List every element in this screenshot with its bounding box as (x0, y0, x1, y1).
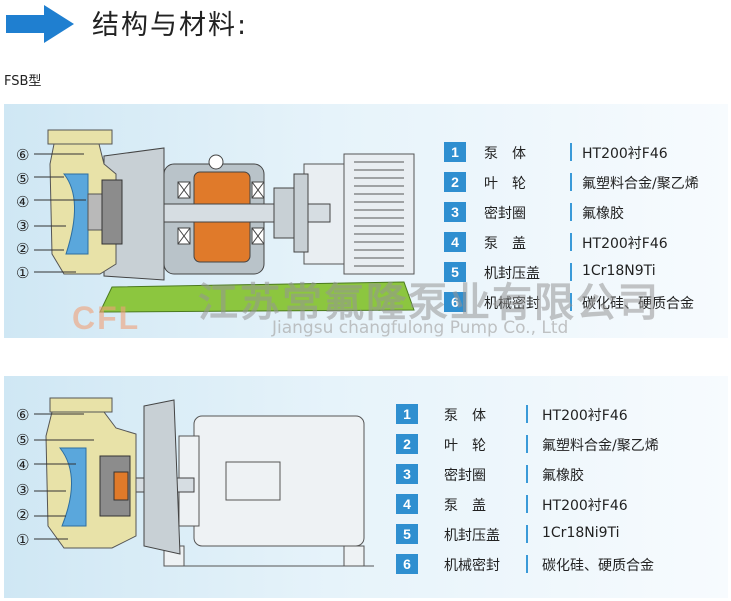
row-separator (526, 495, 528, 513)
part-name: 泵 体 (484, 146, 526, 162)
page-title: 结构与材料: (92, 10, 249, 41)
callout-5: ⑤ (16, 169, 30, 188)
pump-cross-section-diagram-1 (34, 129, 415, 313)
part-name: 机封压盖 (484, 266, 540, 282)
callout-column-1: ⑥ ⑤ ④ ③ ② ① (16, 144, 29, 285)
watermark-company-cn: 江苏常氟隆泵业有限公司 (198, 280, 660, 326)
part-material: 碳化硅、硬质合金 (582, 296, 694, 312)
part-material: 氟塑料合金/聚乙烯 (582, 176, 699, 192)
part-number: 2 (444, 172, 466, 192)
parts-table-1: 1 泵 体 HT200衬F46 2 叶 轮 氟塑料合金/聚乙烯 3 密封圈 氟橡… (444, 140, 724, 320)
part-name: 叶 轮 (484, 176, 526, 192)
part-name: 机封压盖 (444, 528, 500, 544)
row-separator (570, 173, 572, 191)
callout-lines (34, 153, 86, 273)
part-name: 泵 盖 (444, 498, 486, 514)
row-separator (526, 555, 528, 573)
part-material: 氟橡胶 (542, 468, 584, 484)
part-material: HT200衬F46 (542, 408, 628, 424)
watermark-company-en: Jiangsu changfulong Pump Co., Ltd (272, 318, 569, 338)
pump-casing (45, 397, 137, 549)
part-material: 碳化硅、硬质合金 (542, 558, 654, 574)
part-number: 3 (444, 202, 466, 222)
part-number: 2 (396, 434, 418, 454)
callout-6: ⑥ (16, 406, 30, 424)
callout-1: ① (16, 531, 30, 549)
pump-casing (47, 129, 123, 275)
part-number: 5 (396, 524, 418, 544)
part-material: HT200衬F46 (542, 498, 628, 514)
row-separator (570, 293, 572, 311)
part-material: HT200衬F46 (582, 146, 668, 162)
part-number: 4 (444, 232, 466, 252)
model-subtitle: FSB型 (4, 74, 42, 89)
part-name: 机械密封 (484, 296, 540, 312)
part-name: 密封圈 (484, 206, 526, 222)
callout-5: ⑤ (16, 431, 30, 449)
part-number: 3 (396, 464, 418, 484)
part-name: 泵 体 (444, 408, 486, 424)
row-separator (570, 233, 572, 251)
callout-3: ③ (16, 216, 30, 235)
part-material: 氟橡胶 (582, 206, 624, 222)
callout-lines (34, 413, 94, 540)
motor-drawing (163, 415, 374, 567)
callout-2: ② (16, 240, 30, 258)
part-number: 5 (444, 262, 466, 282)
callout-1: ① (16, 263, 30, 282)
row-separator (570, 263, 572, 281)
callout-4: ④ (16, 193, 30, 211)
arrow-right-icon (6, 5, 74, 43)
pump-diagram-panel-2: ⑥ ⑤ ④ ③ ② ① 1 泵 体 HT200衬F46 2 叶 轮 氟塑料合金/… (4, 376, 728, 598)
watermark-logo: CFL (72, 300, 141, 336)
part-name: 机械密封 (444, 558, 500, 574)
row-separator (570, 143, 572, 161)
parts-table-2: 1 泵 体 HT200衬F46 2 叶 轮 氟塑料合金/聚乙烯 3 密封圈 氟橡… (396, 402, 716, 592)
part-material: HT200衬F46 (582, 236, 668, 252)
row-separator (570, 203, 572, 221)
row-separator (526, 525, 528, 543)
part-material: 1Cr18N9Ti (582, 263, 656, 279)
part-number: 1 (444, 142, 466, 162)
callout-4: ④ (16, 456, 30, 474)
row-separator (526, 405, 528, 423)
callout-6: ⑥ (16, 146, 30, 164)
part-name: 叶 轮 (444, 438, 486, 454)
row-separator (526, 435, 528, 453)
part-number: 6 (444, 292, 466, 312)
part-material: 氟塑料合金/聚乙烯 (542, 438, 659, 454)
part-material: 1Cr18Ni9Ti (542, 525, 620, 541)
callout-2: ② (16, 506, 30, 524)
part-number: 1 (396, 404, 418, 424)
pump-diagram-panel-1: ⑥ ⑤ ④ ③ ② ① 1 泵 体 HT200衬F46 2 叶 轮 氟塑料合金/… (4, 104, 728, 338)
base-plate (99, 281, 415, 313)
pump-cross-section-diagram-2 (34, 397, 374, 567)
part-name: 密封圈 (444, 468, 486, 484)
callout-column-2: ⑥ ⑤ ④ ③ ② ① (16, 403, 29, 553)
part-number: 6 (396, 554, 418, 574)
part-number: 4 (396, 494, 418, 514)
row-separator (526, 465, 528, 483)
part-name: 泵 盖 (484, 236, 526, 252)
callout-3: ③ (16, 481, 30, 499)
